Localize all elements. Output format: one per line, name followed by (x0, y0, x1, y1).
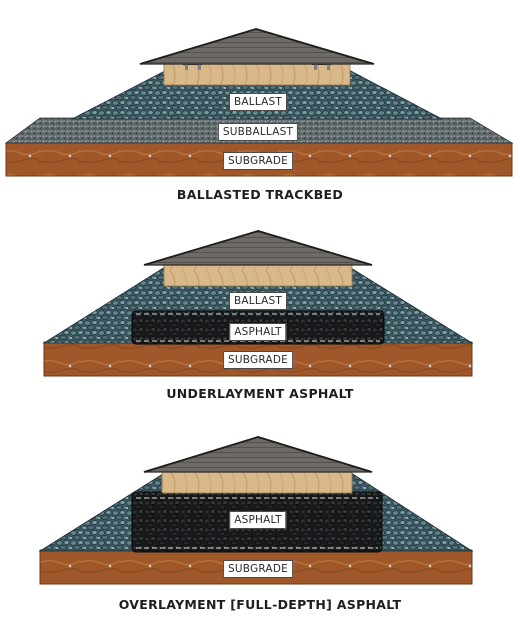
subgrade-label: SUBGRADE (223, 351, 293, 369)
caption-overlayment-asphalt: OVERLAYMENT [FULL-DEPTH] ASPHALT (118, 597, 402, 612)
subgrade-label: SUBGRADE (223, 152, 293, 170)
roof-edge (143, 230, 373, 266)
roof-shelter (143, 436, 373, 473)
roof-shelter (139, 28, 375, 65)
asphalt-label: ASPHALT (229, 511, 287, 529)
panel-ballasted-trackbed: BALLAST SUBBALLAST SUBGRADE BALLASTED TR… (0, 0, 520, 210)
panel-overlayment-asphalt: ASPHALT SUBGRADE OVERLAYMENT [FULL-DEPTH… (0, 410, 520, 623)
ballast-label: BALLAST (229, 292, 287, 310)
overlayment-asphalt-cross-section (38, 436, 474, 585)
caption-underlayment-asphalt: UNDERLAYMENT ASPHALT (166, 386, 354, 401)
panel-underlayment-asphalt: BALLAST ASPHALT SUBGRADE UNDERLAYMENT AS… (0, 210, 520, 410)
ballast-label: BALLAST (229, 93, 287, 111)
caption-ballasted-trackbed: BALLASTED TRACKBED (176, 187, 344, 202)
roof-edge (139, 28, 375, 65)
underlayment-asphalt-cross-section (42, 230, 474, 377)
roof-edge (143, 436, 373, 473)
asphalt-label: ASPHALT (229, 323, 287, 341)
subgrade-label: SUBGRADE (223, 560, 293, 578)
subballast-label: SUBBALLAST (217, 123, 299, 141)
roof-shelter (143, 230, 373, 266)
